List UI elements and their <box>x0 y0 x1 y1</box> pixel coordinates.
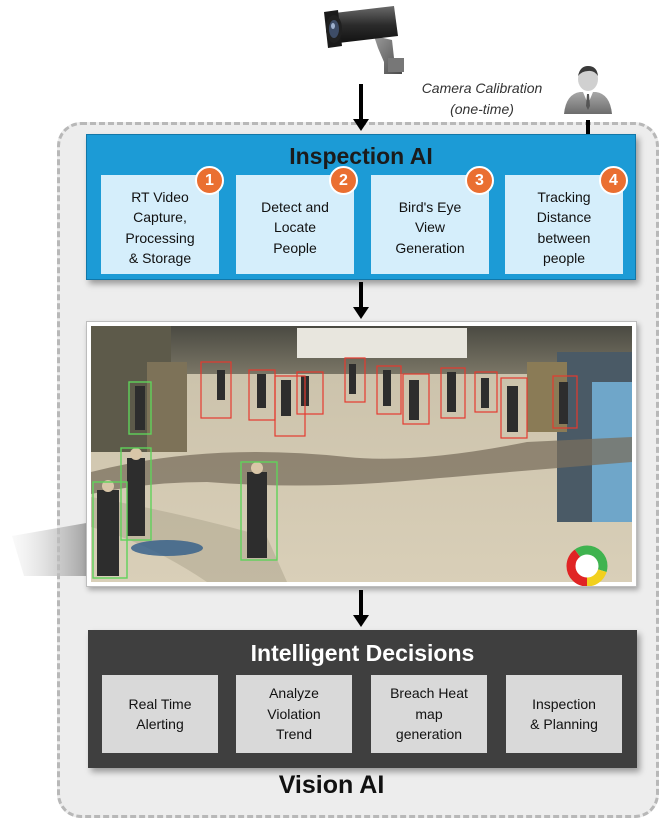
camera-calibration-line2: (one-time) <box>450 101 514 117</box>
arrow-head-inspection <box>353 307 369 319</box>
frame-shadow <box>12 522 92 576</box>
step-line: Distance <box>536 209 592 225</box>
arrow-head-camera <box>353 119 369 131</box>
inspection-ai-title: Inspection AI <box>289 143 433 169</box>
step-line: between <box>537 229 591 246</box>
decision-line: map <box>415 705 443 722</box>
camera-calibration-label: Camera Calibration (one-time) <box>412 78 552 120</box>
decision-line: Alerting <box>136 716 184 732</box>
step-line: Capture, <box>133 209 187 225</box>
decision-card-1: Real Time Alerting <box>102 675 218 753</box>
arrow-person-to-step4 <box>586 120 590 142</box>
intelligent-decisions-panel: Intelligent Decisions Real Time Alerting… <box>88 630 637 768</box>
step-badge-4: 4 <box>599 166 628 195</box>
person-icon <box>564 66 612 114</box>
step-line: People <box>273 239 317 256</box>
decision-line: Breach Heat <box>390 685 468 702</box>
step-line: View <box>414 219 446 236</box>
decision-line: Analyze <box>269 685 319 702</box>
camera-calibration-line1: Camera Calibration <box>421 80 543 96</box>
step-line: RT Video <box>131 188 189 205</box>
step-line: people <box>542 250 586 266</box>
decision-card-2: Analyze Violation Trend <box>236 675 352 753</box>
arrow-inspection-to-video <box>359 282 363 308</box>
arrow-video-to-decisions <box>359 590 363 616</box>
step-line: Locate <box>273 219 317 236</box>
step-line: Processing <box>125 229 195 246</box>
inspection-ai-panel: Inspection AI RT Video Capture, Processi… <box>86 134 636 280</box>
decision-line: generation <box>395 726 463 743</box>
decision-card-3: Breach Heat map generation <box>371 675 487 753</box>
step-badge-1: 1 <box>195 166 224 195</box>
status-ring-icon <box>566 545 608 586</box>
decision-card-4: Inspection & Planning <box>506 675 622 753</box>
vision-ai-title: Vision AI <box>278 771 385 799</box>
decision-line: Violation <box>267 705 321 722</box>
arrow-head-video <box>353 615 369 627</box>
step-line: Detect and <box>261 198 329 215</box>
step-line: Tracking <box>537 188 591 205</box>
video-frame <box>86 321 637 587</box>
step-badge-3: 3 <box>465 166 494 195</box>
decision-line: & Planning <box>530 716 598 732</box>
intelligent-decisions-title: Intelligent Decisions <box>250 640 475 666</box>
decision-line: Real Time <box>128 695 192 712</box>
cctv-camera-icon <box>324 6 404 74</box>
arrow-camera-to-inspection <box>359 84 363 120</box>
step-badge-2: 2 <box>329 166 358 195</box>
step-line: Generation <box>395 239 465 256</box>
decision-line: Trend <box>275 726 313 743</box>
step-line: & Storage <box>128 250 192 266</box>
surveillance-image <box>91 326 632 586</box>
decision-line: Inspection <box>532 695 596 712</box>
step-line: Bird's Eye <box>398 198 462 215</box>
